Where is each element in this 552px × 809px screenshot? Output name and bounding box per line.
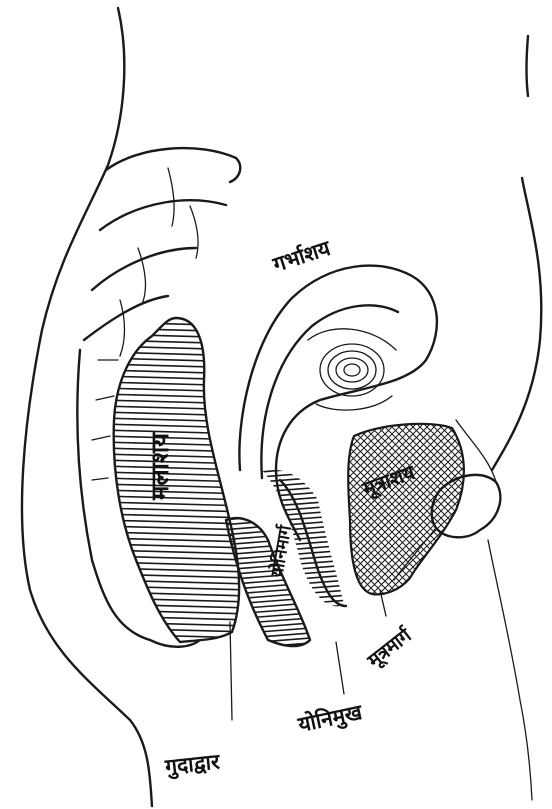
rectum-hatch-line (100, 586, 250, 590)
label-uterus: गर्भाशय (269, 235, 334, 277)
rectum-hatch-line (100, 604, 250, 608)
rectum-hatch-line (100, 484, 250, 488)
rectum-hatch-line (100, 610, 250, 614)
vagina-hatch-line (220, 475, 350, 485)
rectum-hatch-line (100, 358, 250, 362)
anus-pointer (230, 622, 232, 720)
vagina-hatch-line (220, 620, 350, 630)
label-rectum: मलाशय (146, 432, 174, 501)
vagina-hatch-line (220, 635, 350, 645)
rectum-hatch-line (100, 430, 250, 434)
vagina-hatch-line (220, 610, 350, 620)
vagina-hatch-line (220, 505, 350, 515)
rectum-hatching (100, 322, 250, 644)
rectum-hatch-line (100, 502, 250, 506)
label-anus: गुदाद्वार (163, 749, 222, 781)
rectum-hatch-line (100, 454, 250, 458)
label-urethra: मूत्रमार्ग (362, 623, 417, 673)
sacrum-outline (77, 350, 150, 640)
rectum-hatch-line (100, 370, 250, 374)
rectum-hatch-line (100, 394, 250, 398)
spine-outline (84, 148, 240, 340)
fetus-spiral (308, 329, 396, 410)
rectum-hatch-line (100, 400, 250, 404)
vagina-hatch-line (220, 470, 350, 480)
vagina-hatch-line (220, 625, 350, 635)
vagina-hatch-line (220, 490, 350, 500)
rectum-hatch-line (100, 340, 250, 344)
rectum-hatch-line (100, 382, 250, 386)
rectum-hatch-line (100, 544, 250, 548)
rectum-hatch-line (100, 640, 250, 644)
rectum-hatch-line (100, 562, 250, 566)
vagina-hatch-line (220, 605, 350, 615)
rectum-hatch-line (100, 616, 250, 620)
rectum-hatch-line (100, 580, 250, 584)
rectum-hatch-line (100, 388, 250, 392)
vagina-hatch-line (220, 640, 350, 650)
rectum-hatch-line (100, 436, 250, 440)
vagina-hatch-line (220, 495, 350, 505)
rectum-hatch-line (100, 424, 250, 428)
rectum-hatch-line (100, 322, 250, 326)
abdomen-contour (492, 36, 541, 470)
rectum-hatch-line (100, 568, 250, 572)
vagina-hatch-line (220, 615, 350, 625)
rectum-hatch-line (100, 472, 250, 476)
rectum-hatch-line (100, 448, 250, 452)
rectum-hatch-line (100, 442, 250, 446)
bladder-outline (348, 424, 464, 595)
rectum-hatch-line (100, 328, 250, 332)
vaginal-opening-pointer (336, 642, 344, 694)
rectum-hatch-line (100, 478, 250, 482)
rectum-hatch-line (100, 364, 250, 368)
vagina-hatch-line (220, 630, 350, 640)
rectum-hatch-line (100, 538, 250, 542)
rectum-hatch-line (100, 352, 250, 356)
rectum-hatch-line (100, 598, 250, 602)
rectum-hatch-line (100, 574, 250, 578)
vagina-hatch-line (220, 515, 350, 525)
label-vagina: योनिमार्ग (266, 522, 296, 579)
rectum-hatch-line (100, 466, 250, 470)
rectum-hatch-line (100, 412, 250, 416)
thigh-contour (488, 540, 532, 800)
vagina-hatch-line (220, 480, 350, 490)
rectum-hatch-line (100, 490, 250, 494)
rectum-hatch-line (100, 556, 250, 560)
rectum-hatch-line (100, 418, 250, 422)
rectum-hatch-line (100, 592, 250, 596)
rectum-hatch-line (100, 550, 250, 554)
label-vaginal-opening: योनिमुख (295, 699, 365, 739)
rectum-hatch-line (100, 628, 250, 632)
rectum-hatch-line (100, 496, 250, 500)
rectum-hatch-line (100, 406, 250, 410)
rectum-hatch-line (100, 334, 250, 338)
rectum-hatch-line (100, 460, 250, 464)
